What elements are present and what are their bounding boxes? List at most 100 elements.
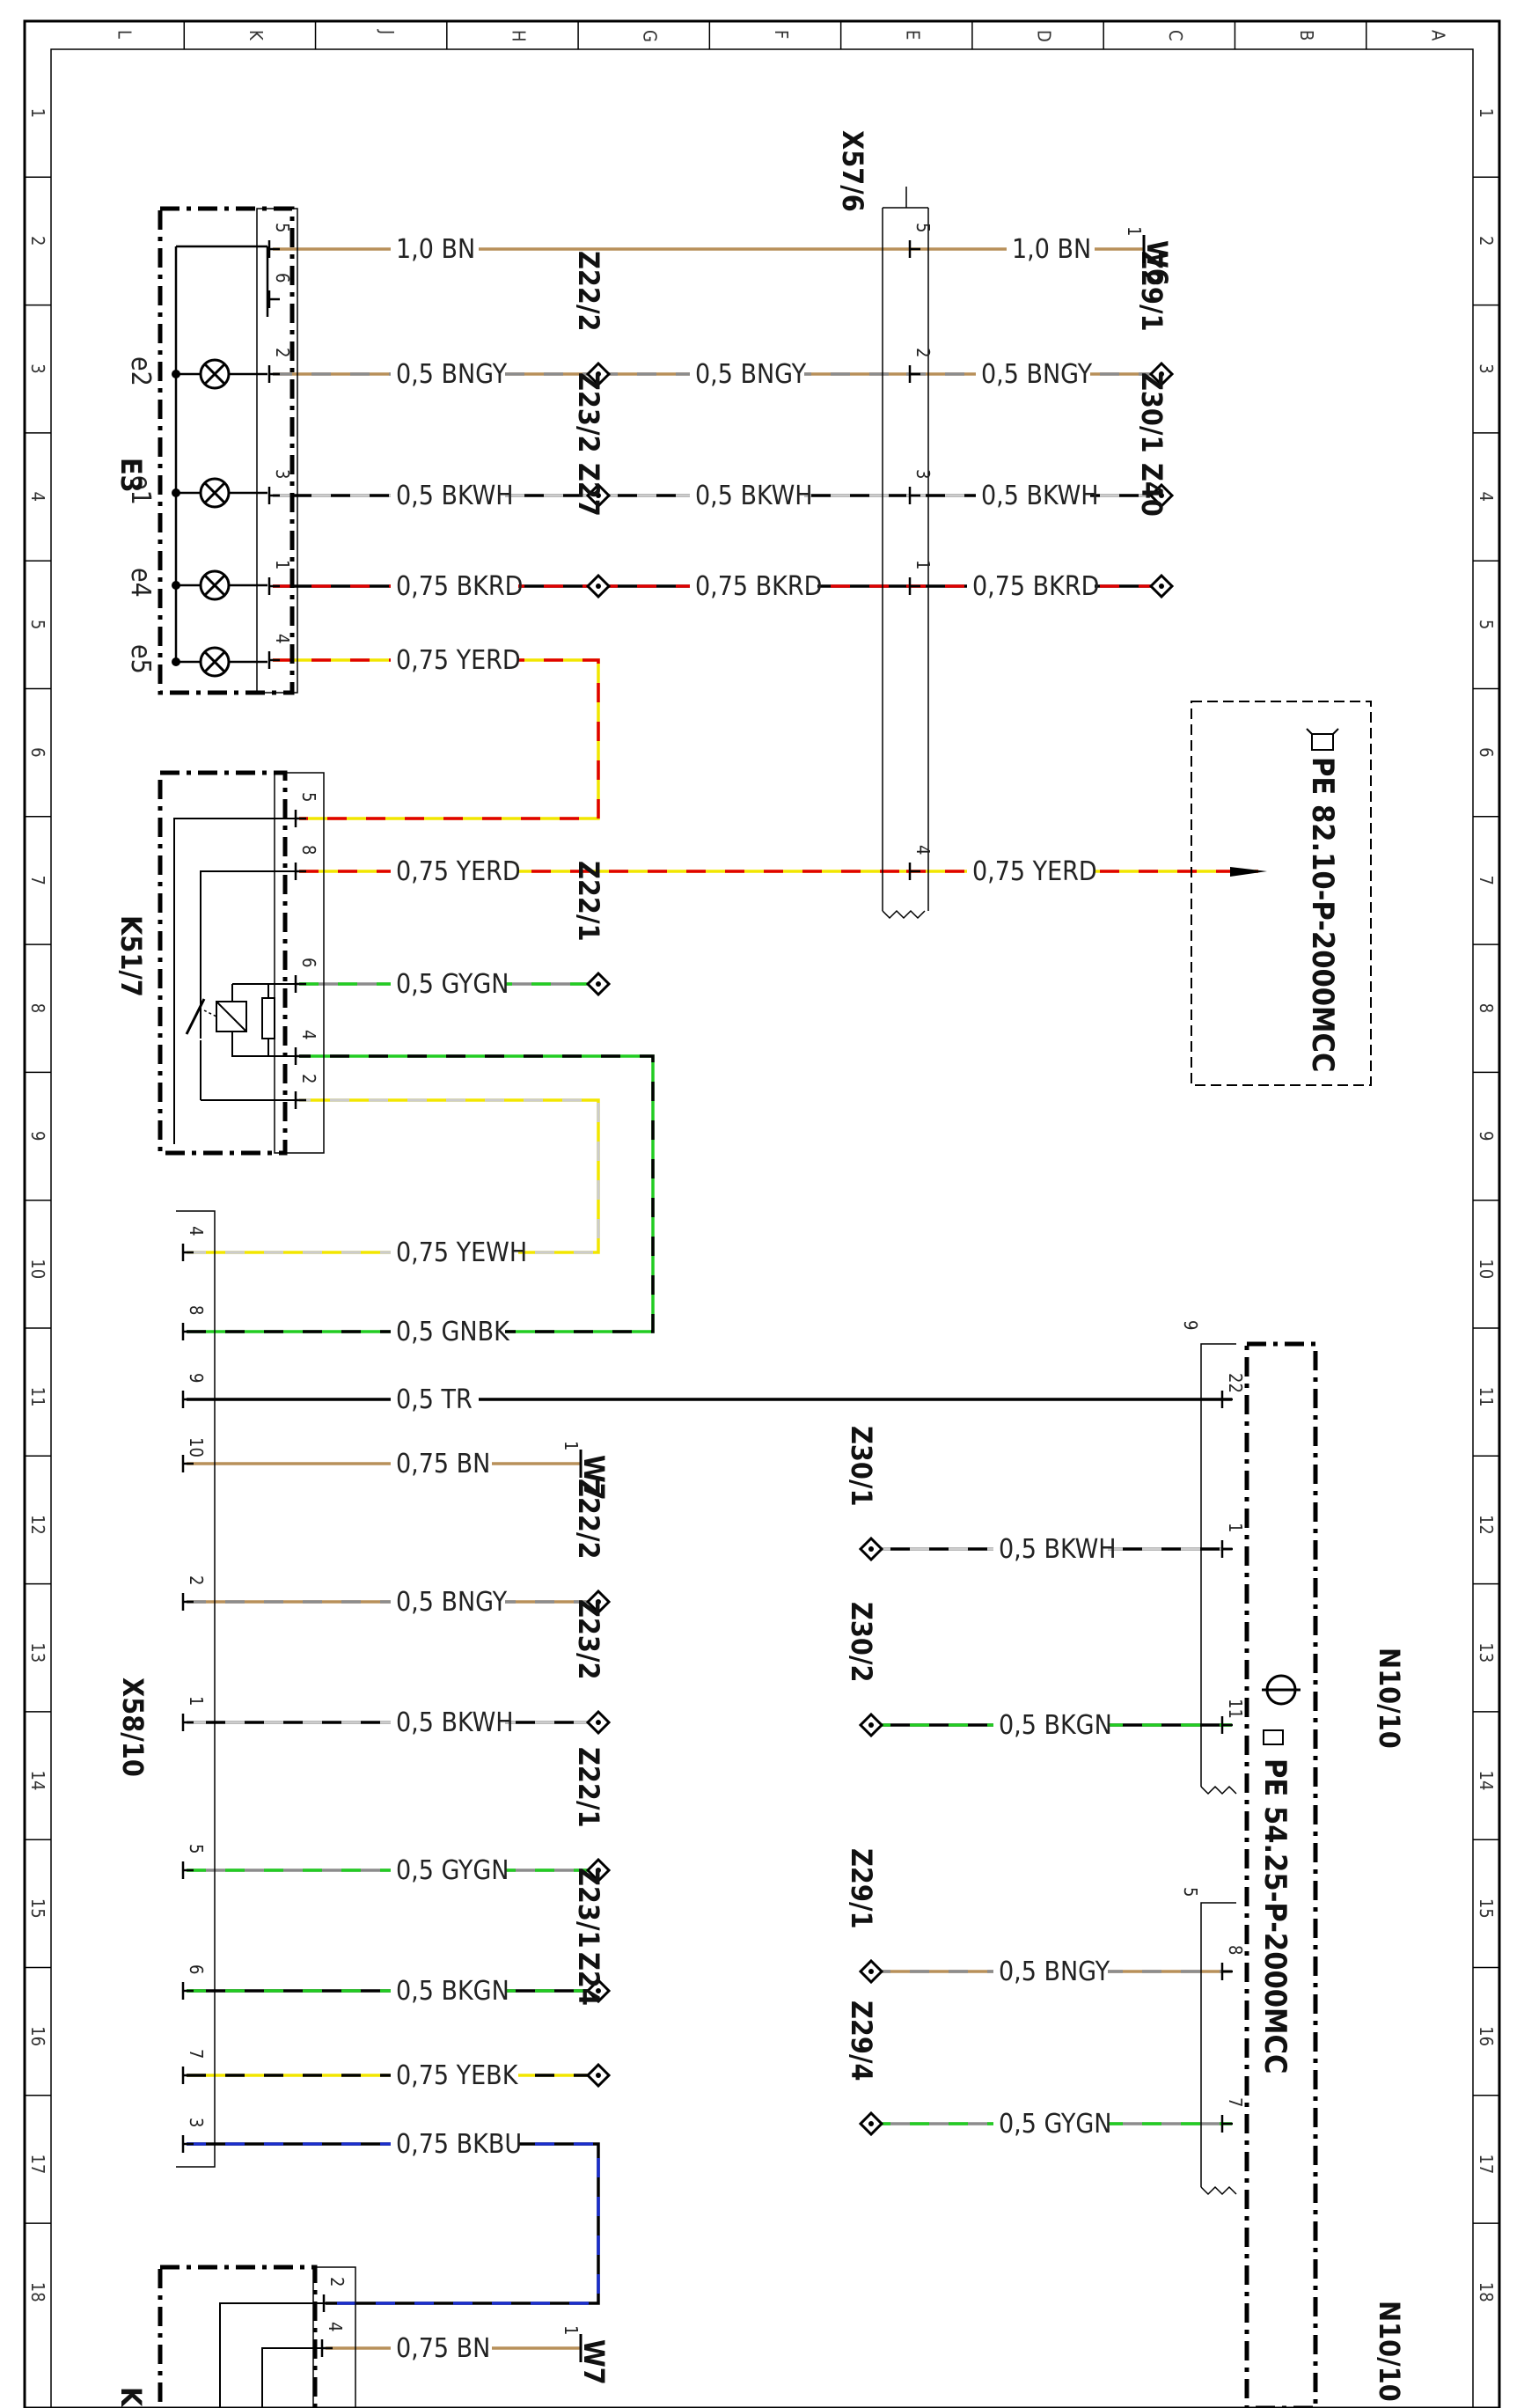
- k-partial-label: K: [114, 2387, 148, 2408]
- grid-row-label-right: 15: [1476, 1898, 1497, 1919]
- grid-row-label-left: 3: [27, 363, 48, 373]
- wire-label-bg: [391, 1586, 505, 1618]
- grid-row-label-right: 9: [1476, 1131, 1497, 1141]
- wire: [187, 2142, 600, 2305]
- grid-row-label-left: 1: [27, 108, 48, 118]
- splice-points: Z22/2Z23/2Z27Z29/1Z30/1Z40Z22/1Z30/1Z30/…: [572, 251, 1175, 2137]
- wire-label: 0,5 BKWH: [396, 1707, 514, 1738]
- splice-dot: [596, 371, 601, 377]
- grid-column-label: C: [1165, 30, 1186, 41]
- grid-row-label-left: 16: [27, 2026, 48, 2046]
- n10-connector-5: 5: [1180, 1887, 1201, 1897]
- lamp-cross: [203, 574, 226, 597]
- grid-column-label: D: [1034, 30, 1055, 42]
- splice-dot: [1159, 584, 1164, 589]
- lamp-cross: [203, 363, 226, 385]
- grid-column-label: G: [640, 30, 661, 42]
- wire-label-bg: [391, 480, 505, 511]
- splice-dot: [868, 1969, 874, 1974]
- ground-pin: 1: [561, 1441, 582, 1450]
- grid-row-label-left: 18: [27, 2282, 48, 2302]
- splice-dot: [1159, 371, 1164, 377]
- pin-marker: [908, 365, 920, 383]
- wire-label: 0,5 BNGY: [981, 359, 1093, 390]
- wire-label: 0,75 BKRD: [972, 571, 1099, 602]
- splice-dot: [596, 981, 601, 987]
- wire-label-bg: [993, 1533, 1108, 1565]
- pin-number: 3: [272, 469, 293, 479]
- grid-column-label: A: [1427, 30, 1448, 41]
- wire-label: 0,75 BN: [396, 1449, 490, 1479]
- grid-row-label-right: 1: [1476, 108, 1497, 118]
- pin-number: 2: [298, 1074, 319, 1083]
- splice-label: Z22/1: [572, 861, 605, 941]
- pin-number: 5: [912, 223, 934, 232]
- grid-row-label-left: 6: [27, 747, 48, 757]
- grid-row-label-left: 5: [27, 620, 48, 629]
- junction-dot: [172, 581, 180, 590]
- hand-pointer-icon-2: [1263, 1729, 1284, 1745]
- grid-column-label: K: [245, 30, 267, 41]
- grid-row-label-left: 4: [27, 492, 48, 502]
- wire-label: 0,75 BKRD: [695, 571, 822, 602]
- pin-number: 2: [326, 2277, 348, 2287]
- grid-row-label-left: 13: [27, 1642, 48, 1663]
- pin-marker: [294, 1091, 306, 1109]
- wire-label: 0,75 YERD: [396, 645, 521, 676]
- grid-column-label: H: [508, 30, 529, 42]
- pin-marker: [267, 577, 280, 595]
- grid-row-label-left: 2: [27, 236, 48, 246]
- ground-pin: 1: [561, 2325, 582, 2335]
- pin-number: 8: [298, 845, 319, 855]
- grid-row-label-left: 9: [27, 1131, 48, 1141]
- pin-number: 8: [1225, 1945, 1246, 1955]
- pin-number: 4: [186, 1226, 207, 1236]
- arrow-head: [1230, 867, 1267, 877]
- wire: [187, 1054, 655, 1333]
- wire-label-bg: [391, 233, 479, 265]
- splice-label: Z23/2: [572, 1599, 605, 1679]
- wire-stripe: [273, 658, 600, 820]
- pin-number: 2: [186, 1575, 207, 1585]
- grid-row-label-right: 11: [1476, 1387, 1497, 1407]
- pin-number: 4: [298, 1030, 319, 1039]
- grid-row-label-left: 12: [27, 1515, 48, 1535]
- pin-number: 8: [186, 1305, 207, 1315]
- wire-label: 0,5 GYGN: [396, 1855, 509, 1886]
- splice-label: Z29/4: [845, 2001, 878, 2081]
- splice-dot: [596, 2073, 601, 2078]
- splice-dot: [1159, 493, 1164, 498]
- lamp-cross: [203, 650, 226, 673]
- pin-marker: [181, 2067, 194, 2084]
- pin-marker: [1220, 1716, 1233, 1734]
- wire-label-bg: [391, 644, 518, 676]
- splice-label: Z22/1: [572, 1747, 605, 1827]
- pin-marker: [294, 1047, 306, 1065]
- pin-marker: [908, 487, 920, 504]
- splice-label: Z24: [572, 1952, 605, 2006]
- grid-row-label-left: 15: [27, 1898, 48, 1919]
- wire-label-bg: [391, 2128, 518, 2160]
- grid-row-label-left: 8: [27, 1003, 48, 1013]
- grid-row-label-left: 11: [27, 1387, 48, 1407]
- lamp-cross: [203, 481, 226, 504]
- lamp-label: e5: [125, 644, 156, 674]
- n10-reference-text: PE 54.25-P-2000MCC: [1257, 1758, 1293, 2074]
- pin-marker: [294, 975, 306, 993]
- wire-label-bg: [967, 570, 1095, 602]
- pin-marker: [181, 1861, 194, 1879]
- pin-marker: [1220, 1963, 1233, 1980]
- wire-label-bg: [976, 358, 1090, 390]
- wire-label: 1,0 BN: [396, 234, 475, 265]
- x58-10-label: X58/10: [116, 1678, 150, 1777]
- x57-6-label: X57/6: [836, 130, 869, 212]
- wire-label-bg: [391, 358, 505, 390]
- pin-number: 3: [912, 469, 934, 479]
- wire-label-bg: [993, 2108, 1108, 2140]
- reference-box-text: PE 82.10-P-2000MCC: [1305, 757, 1340, 1072]
- ground-label: W7: [577, 2339, 611, 2385]
- wire: [273, 658, 600, 820]
